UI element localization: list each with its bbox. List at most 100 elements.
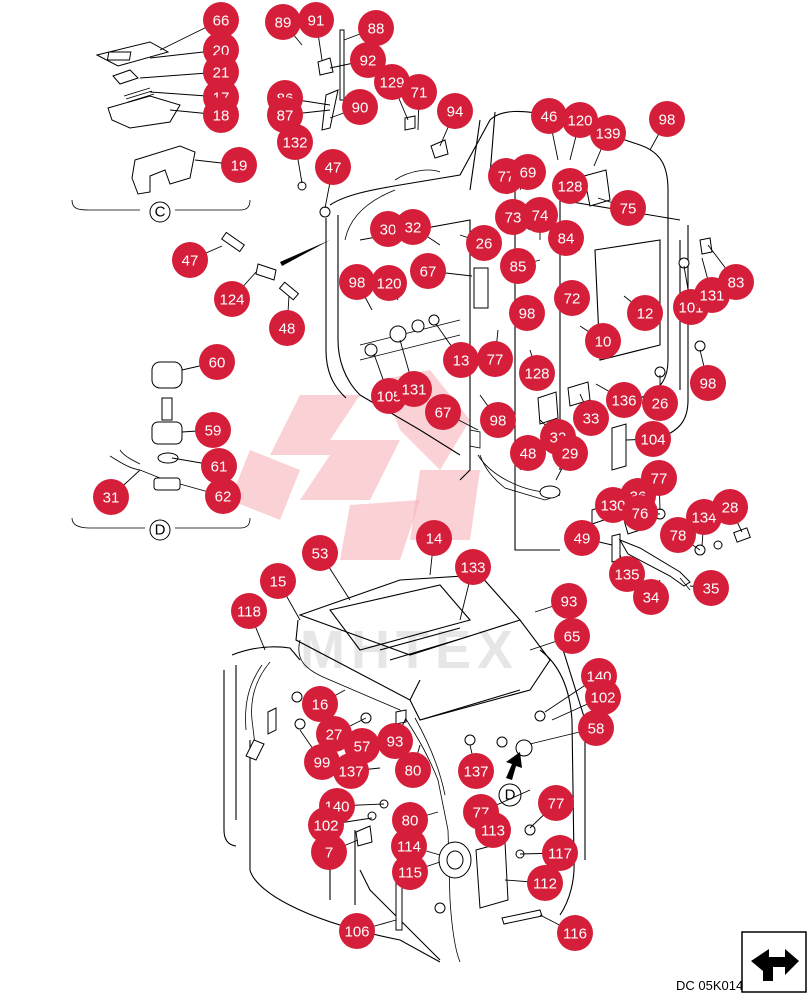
callout-31[interactable]: 31 — [93, 479, 129, 515]
callout-90[interactable]: 90 — [342, 89, 378, 125]
callout-77[interactable]: 77 — [477, 341, 513, 377]
callout-49[interactable]: 49 — [564, 520, 600, 556]
callout-65[interactable]: 65 — [554, 618, 590, 654]
callout-130[interactable]: 130 — [595, 487, 631, 523]
callout-13[interactable]: 13 — [443, 342, 479, 378]
callout-number: 114 — [397, 839, 421, 856]
callout-85[interactable]: 85 — [500, 248, 536, 284]
callout-number: 19 — [231, 158, 248, 175]
callout-99[interactable]: 99 — [304, 744, 340, 780]
callout-98[interactable]: 98 — [339, 264, 375, 300]
callout-47[interactable]: 47 — [315, 149, 351, 185]
callout-14[interactable]: 14 — [416, 520, 452, 556]
callout-10[interactable]: 10 — [585, 323, 621, 359]
callout-84[interactable]: 84 — [548, 220, 584, 256]
callout-120[interactable]: 120 — [371, 265, 407, 301]
callout-59[interactable]: 59 — [195, 412, 231, 448]
callout-136[interactable]: 136 — [606, 382, 642, 418]
callout-46[interactable]: 46 — [531, 98, 567, 134]
callout-98[interactable]: 98 — [480, 402, 516, 438]
callout-128[interactable]: 128 — [552, 168, 588, 204]
callout-87[interactable]: 87 — [267, 97, 303, 133]
callout-124[interactable]: 124 — [214, 281, 250, 317]
callout-102[interactable]: 102 — [308, 807, 344, 843]
callout-94[interactable]: 94 — [437, 93, 473, 129]
callout-89[interactable]: 89 — [265, 4, 301, 40]
callout-61[interactable]: 61 — [201, 448, 237, 484]
callout-62[interactable]: 62 — [205, 478, 241, 514]
callout-93[interactable]: 93 — [551, 583, 587, 619]
callout-91[interactable]: 91 — [298, 2, 334, 38]
callout-76[interactable]: 76 — [622, 495, 658, 531]
callout-27[interactable]: 27 — [316, 716, 352, 752]
callout-106[interactable]: 106 — [339, 913, 375, 949]
callout-137[interactable]: 137 — [333, 753, 369, 789]
callout-73[interactable]: 73 — [495, 199, 531, 235]
callout-18[interactable]: 18 — [203, 97, 239, 133]
callout-115[interactable]: 115 — [392, 854, 428, 890]
callout-21[interactable]: 21 — [203, 54, 239, 90]
callout-129[interactable]: 129 — [374, 64, 410, 100]
callout-104[interactable]: 104 — [635, 421, 671, 457]
callout-98[interactable]: 98 — [649, 101, 685, 137]
callout-29[interactable]: 29 — [552, 435, 588, 471]
callout-69[interactable]: 69 — [510, 154, 546, 190]
callout-circle — [585, 679, 621, 715]
callout-93[interactable]: 93 — [377, 723, 413, 759]
callout-83[interactable]: 83 — [718, 264, 754, 300]
callout-137[interactable]: 137 — [458, 753, 494, 789]
callout-circle — [260, 563, 296, 599]
callout-47[interactable]: 47 — [172, 242, 208, 278]
callout-133[interactable]: 133 — [455, 549, 491, 585]
callout-135[interactable]: 135 — [609, 556, 645, 592]
callout-34[interactable]: 34 — [633, 579, 669, 615]
callout-32[interactable]: 32 — [395, 209, 431, 245]
callout-114[interactable]: 114 — [391, 828, 427, 864]
callout-67[interactable]: 67 — [410, 253, 446, 289]
callout-88[interactable]: 88 — [358, 10, 394, 46]
callout-120[interactable]: 120 — [562, 102, 598, 138]
callout-117[interactable]: 117 — [542, 835, 578, 871]
callout-74[interactable]: 74 — [522, 197, 558, 233]
callout-28[interactable]: 28 — [712, 489, 748, 525]
callout-72[interactable]: 72 — [554, 280, 590, 316]
callout-26[interactable]: 26 — [642, 385, 678, 421]
callout-48[interactable]: 48 — [510, 435, 546, 471]
callout-98[interactable]: 98 — [690, 365, 726, 401]
callout-132[interactable]: 132 — [277, 124, 313, 160]
callout-112[interactable]: 112 — [527, 865, 563, 901]
callout-48[interactable]: 48 — [269, 310, 305, 346]
callout-53[interactable]: 53 — [302, 535, 338, 571]
callout-128[interactable]: 128 — [519, 355, 555, 391]
callout-number: 137 — [338, 764, 363, 781]
callout-139[interactable]: 139 — [590, 115, 626, 151]
callout-102[interactable]: 102 — [585, 679, 621, 715]
callout-71[interactable]: 71 — [401, 74, 437, 110]
callout-35[interactable]: 35 — [693, 570, 729, 606]
callout-92[interactable]: 92 — [350, 42, 386, 78]
callout-77[interactable]: 77 — [538, 785, 574, 821]
callout-66[interactable]: 66 — [203, 2, 239, 38]
callout-19[interactable]: 19 — [221, 147, 257, 183]
callout-118[interactable]: 118 — [231, 593, 267, 629]
callout-33[interactable]: 33 — [573, 400, 609, 436]
callout-75[interactable]: 75 — [610, 190, 646, 226]
turn-arrow-icon[interactable] — [741, 931, 807, 993]
callout-16[interactable]: 16 — [302, 686, 338, 722]
callout-circle — [595, 487, 631, 523]
callout-15[interactable]: 15 — [260, 563, 296, 599]
callout-number: 90 — [352, 100, 369, 117]
callout-7[interactable]: 7 — [311, 834, 347, 870]
callout-60[interactable]: 60 — [199, 344, 235, 380]
callout-26[interactable]: 26 — [466, 225, 502, 261]
callout-80[interactable]: 80 — [395, 752, 431, 788]
callout-131[interactable]: 131 — [396, 371, 432, 407]
callout-78[interactable]: 78 — [660, 517, 696, 553]
callout-67[interactable]: 67 — [425, 394, 461, 430]
callout-98[interactable]: 98 — [509, 295, 545, 331]
callout-116[interactable]: 116 — [557, 915, 593, 951]
callout-58[interactable]: 58 — [578, 710, 614, 746]
callout-113[interactable]: 113 — [475, 812, 511, 848]
callout-12[interactable]: 12 — [627, 295, 663, 331]
callout-80[interactable]: 80 — [392, 802, 428, 838]
